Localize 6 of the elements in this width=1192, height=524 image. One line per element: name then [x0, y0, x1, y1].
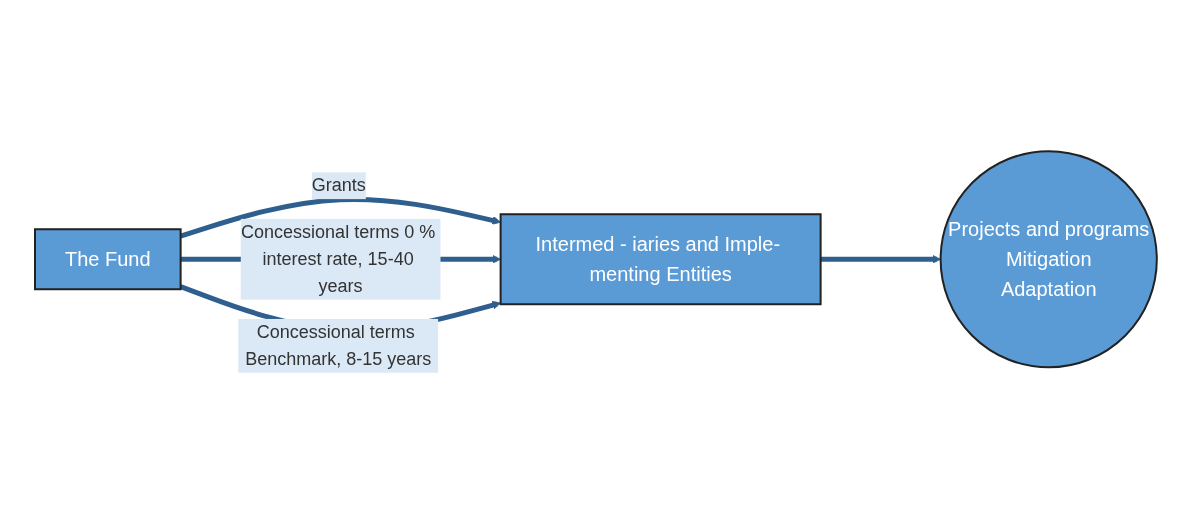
edge-label: Concessional terms 0 % interest rate, 15-40 years — [241, 221, 436, 296]
node-box: Intermed - iaries and Imple- menting Entities — [499, 213, 822, 306]
edge-label: Grants — [311, 175, 366, 196]
node-circle: Projects and programs Mitigation Adaptation — [939, 150, 1158, 369]
edge-label: Concessional terms Benchmark, 8-15 years — [245, 321, 432, 369]
node-box: The Fund — [34, 228, 182, 291]
